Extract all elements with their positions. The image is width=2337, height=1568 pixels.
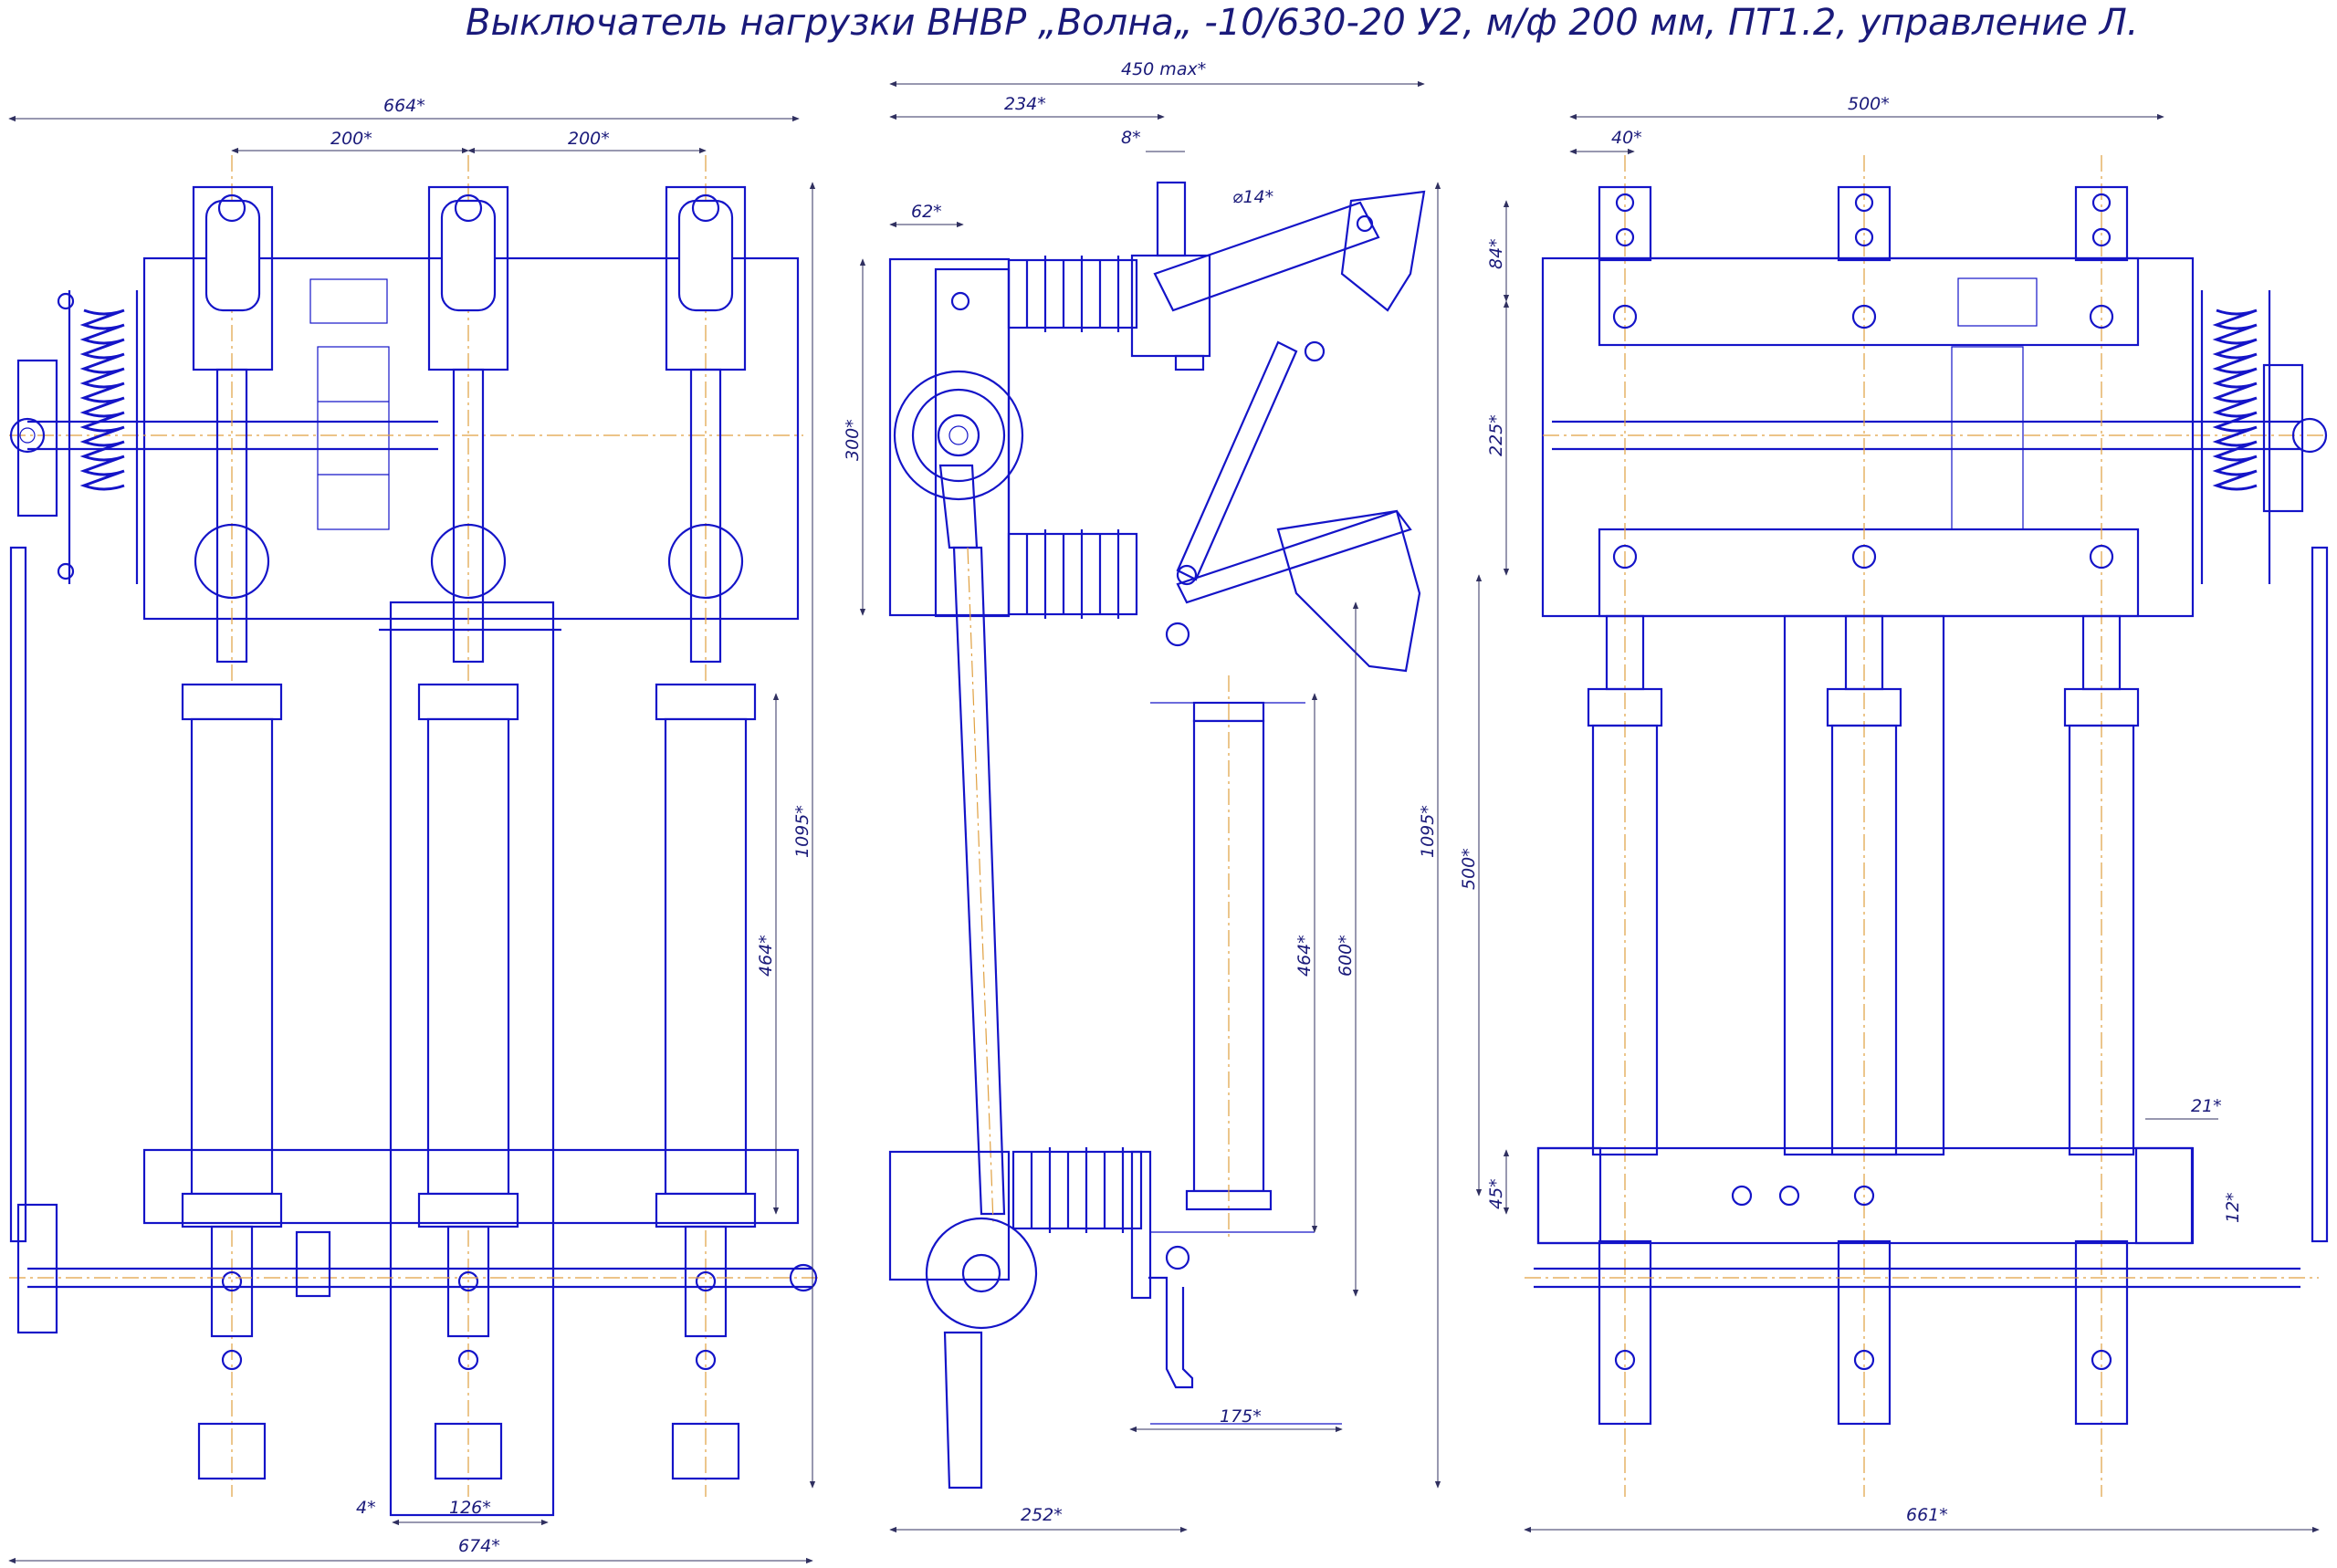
spring-rear [2200, 290, 2271, 584]
dim-front-4: 4* [356, 1498, 376, 1518]
pole-1 [181, 155, 283, 1497]
dim-side-300: 300* [843, 419, 863, 461]
dim-front-674: 674* [458, 1536, 500, 1556]
dim-side-62: 62* [911, 202, 942, 222]
rear-view: 500* 40* 84* 225* 500* 45* 21* 12* 661* [1459, 94, 2329, 1533]
dim-side-464: 464* [1294, 935, 1315, 977]
side-view: 450 max* 234* 8* ⌀14* 62* 300* 1095* 464… [843, 59, 1441, 1533]
dim-front-1095: 1095* [792, 805, 812, 858]
dim-side-450: 450 max* [1121, 59, 1206, 79]
rear-pole-2 [1826, 155, 1902, 1497]
rear-pole-1 [1587, 155, 1663, 1497]
dim-side-8: 8* [1121, 128, 1141, 148]
rear-pole-3 [2063, 155, 2140, 1497]
dim-rear-40: 40* [1611, 128, 1642, 148]
dim-rear-45: 45* [1486, 1178, 1506, 1209]
dim-rear-21: 21* [2191, 1096, 2222, 1116]
dim-side-252: 252* [1021, 1505, 1063, 1525]
dim-front-200-b: 200* [568, 129, 610, 149]
dim-side-234: 234* [1004, 94, 1046, 114]
dim-rear-661: 661* [1906, 1505, 1948, 1525]
dim-side-600: 600* [1336, 935, 1356, 977]
pole-3 [655, 155, 757, 1497]
insulator-upper [1007, 256, 1138, 332]
dim-rear-500: 500* [1848, 94, 1890, 114]
dim-rear-12: 12* [2223, 1192, 2243, 1223]
dim-rear-225: 225* [1486, 414, 1506, 456]
spring-front [57, 290, 139, 584]
insulator-bottom [1011, 1147, 1143, 1233]
dim-side-175: 175* [1220, 1406, 1262, 1427]
dim-side-1095: 1095* [1418, 805, 1438, 858]
dim-rear-500b: 500* [1459, 848, 1479, 890]
dim-front-200-a: 200* [330, 129, 372, 149]
dim-side-14: ⌀14* [1232, 187, 1273, 207]
dim-front-664: 664* [383, 96, 425, 116]
insulator-lower [1007, 529, 1138, 619]
drawing-title: Выключатель нагрузки ВНВР „Волна„ -10/63… [466, 2, 2138, 44]
dim-front-126: 126* [449, 1498, 491, 1518]
pole-2 [417, 155, 519, 1497]
dim-front-464: 464* [756, 935, 776, 977]
front-view: 664* 200* 200* 1095* 464* 4* 126* 674* [8, 96, 822, 1564]
dim-rear-84: 84* [1486, 238, 1506, 269]
